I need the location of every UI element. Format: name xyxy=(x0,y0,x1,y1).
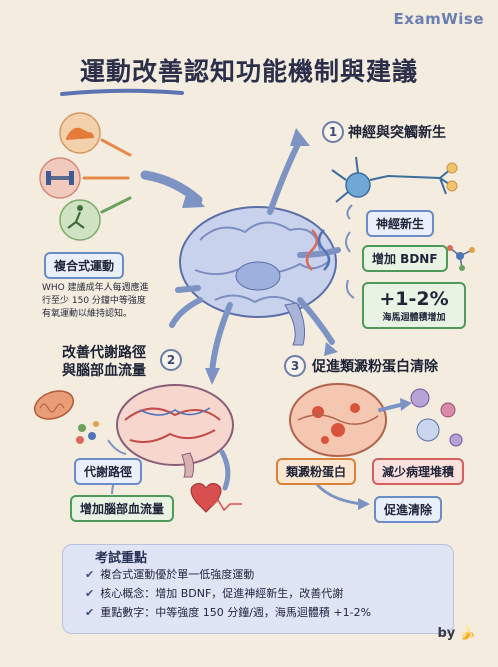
section3-title: 促進類澱粉蛋白清除 xyxy=(312,359,438,375)
exam-item: ✔ 重點數字：中等強度 150 分鐘/週，海馬迴體積 +1-2% xyxy=(85,604,371,620)
central-brain-icon xyxy=(179,206,337,346)
section2-title-line: 與腦部血流量 xyxy=(62,363,146,379)
hippocampus-volume-box: +1-2% 海馬迴體積增加 xyxy=(362,282,466,329)
section-number-3: 3 xyxy=(284,355,306,377)
note-line: WHO 建議成年人每週應進 xyxy=(42,283,149,293)
check-icon: ✔ xyxy=(85,587,95,600)
tag-increase-blood-flow: 增加腦部血流量 xyxy=(70,495,175,522)
section1-connectors xyxy=(345,204,355,299)
check-icon: ✔ xyxy=(85,568,95,581)
section2-title-line: 改善代謝路徑 xyxy=(62,345,146,361)
section2-title: 改善代謝路徑 與腦部血流量 xyxy=(62,344,146,380)
brand-logo: ExamWise xyxy=(393,10,484,28)
vascular-brain-icon xyxy=(116,384,234,478)
exam-item-text: 核心概念：增加 BDNF，促進神經新生，改善代謝 xyxy=(100,587,344,600)
exam-item-text: 重點數字：中等強度 150 分鐘/週，海馬迴體積 +1-2% xyxy=(100,606,372,619)
note-line: 行至少 150 分鐘中等強度 xyxy=(42,296,146,306)
exam-item-text: 複合式運動優於單一低強度運動 xyxy=(100,568,255,581)
tag-increase-bdnf: 增加 BDNF xyxy=(362,245,448,272)
dna-icon xyxy=(305,229,331,271)
dumbbell-icon xyxy=(39,157,81,199)
immune-cells-icon xyxy=(410,388,463,447)
page-title: 運動改善認知功能機制與建議 xyxy=(79,57,418,86)
tag-metabolic-pathway: 代謝路徑 xyxy=(74,458,143,485)
section1-title: 神經與突觸新生 xyxy=(348,125,446,141)
exam-item: ✔ 核心概念：增加 BDNF，促進神經新生，改善代謝 xyxy=(85,585,343,601)
mitochondria-icon xyxy=(33,390,75,420)
tag-reduce-pathology: 減少病理堆積 xyxy=(372,458,465,485)
neuron-icon xyxy=(331,156,458,203)
exercise-arrows xyxy=(82,138,132,214)
molecule-icon xyxy=(447,245,475,271)
tag-amyloid: 類澱粉蛋白 xyxy=(276,458,357,485)
tag-neurogenesis: 神經新生 xyxy=(366,210,435,237)
banana-icon: 🍌 xyxy=(459,626,476,641)
exam-item: ✔ 複合式運動優於單一低強度運動 xyxy=(85,566,254,582)
exam-title: 考試重點 xyxy=(95,551,148,566)
section-number-2: 2 xyxy=(160,349,182,371)
amyloid-brain-icon xyxy=(289,383,387,457)
exam-points-box xyxy=(62,544,454,634)
tag-promote-clearance: 促進清除 xyxy=(374,496,443,523)
hippocampus-caption: 海馬迴體積增加 xyxy=(382,313,446,323)
section-number-1: 1 xyxy=(322,121,344,143)
tag-compound-exercise: 複合式運動 xyxy=(44,252,125,279)
note-line: 有氧運動以維持認知。 xyxy=(42,309,133,319)
running-shoe-icon xyxy=(59,112,101,154)
hippocampus-value: +1-2% xyxy=(379,288,449,310)
who-recommendation-note: WHO 建議成年人每週應進 行至少 150 分鐘中等強度 有氧運動以維持認知。 xyxy=(42,282,192,321)
molecule-cluster-icon xyxy=(76,421,99,444)
title-underline xyxy=(60,88,184,96)
footer-by-text: by xyxy=(437,626,456,641)
stretching-person-icon xyxy=(59,199,101,241)
footer-by: by 🍌 xyxy=(438,626,477,641)
check-icon: ✔ xyxy=(85,606,95,619)
heart-icon xyxy=(190,483,242,513)
